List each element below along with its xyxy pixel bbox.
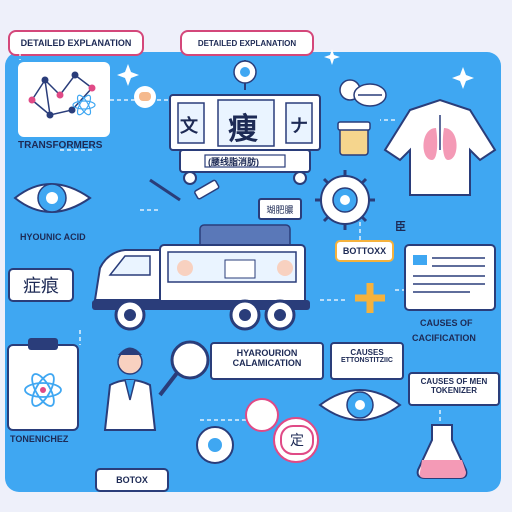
tokenizer-line2: TOKENIZER — [430, 386, 478, 395]
tram-sign-left: 文 — [180, 116, 198, 136]
seal-box: 定 — [280, 425, 314, 455]
seal-char: 定 — [290, 433, 304, 449]
cjk-block-text: 症痕 — [23, 276, 59, 297]
hyaluronic-box-line1: HYAROURION — [236, 348, 298, 358]
van-tag: 瑚肥膿 — [258, 198, 302, 220]
network-icon — [18, 62, 110, 137]
tokenizer-box: CAUSES OF MEN TOKENIZER — [408, 372, 500, 406]
tram-sign-right: ナ — [290, 116, 308, 136]
botox-bottom-text: BOTOX — [116, 475, 148, 485]
causes-box-line1: CAUSES — [350, 348, 384, 357]
transformers-label: TRANSFORMERS — [18, 140, 103, 151]
van-tag-text: 瑚肥膿 — [266, 205, 294, 216]
top-left-label: DETAILED EXPLANATION — [20, 38, 132, 48]
tram-icon — [169, 60, 321, 185]
hyaluronic-box-line2: CALAMICATION — [232, 358, 302, 368]
plus-icon — [355, 283, 385, 313]
document-icon — [404, 244, 496, 311]
jar-icon — [337, 121, 371, 156]
top-center-label: DETAILED EXPLANATION — [197, 38, 297, 48]
causes-box: CAUSES ETTONSTITZIIC — [330, 342, 404, 380]
causes-calcification-line1: CAUSES OF — [420, 318, 473, 328]
causes-box-line2: ETTONSTITZIIC — [341, 357, 393, 364]
top-center-pill: DETAILED EXPLANATION — [180, 30, 314, 56]
pills-icon — [339, 79, 387, 107]
botox-tag: BOTTOXX — [335, 240, 394, 262]
tram-sign-main: 痩 — [228, 113, 258, 146]
lungs-icon — [383, 98, 497, 196]
tonenichez-label: TONENICHEZ — [10, 434, 69, 444]
flask-icon — [416, 424, 468, 479]
botox-tag-text: BOTTOXX — [342, 246, 387, 256]
van-icon — [92, 224, 310, 331]
syringe-icon — [149, 178, 220, 202]
tokenizer-line1: CAUSES OF MEN — [420, 377, 488, 386]
small-tag: 臣 — [395, 221, 406, 233]
eye-bottom-icon — [318, 389, 402, 421]
tram-banner: (腰线脂消肪) — [208, 157, 259, 167]
causes-calcification-line2: CACIFICATION — [412, 333, 476, 343]
gear-icon — [315, 170, 375, 230]
clipboard-icon — [7, 338, 79, 431]
hyaluronic-label: HYOUNIC ACID — [20, 232, 86, 242]
doctor-icon — [103, 347, 157, 431]
hyaluronic-box: HYAROURION CALAMICATION — [210, 342, 324, 380]
top-left-pill: DETAILED EXPLANATION — [8, 30, 144, 56]
capsule-icon — [134, 86, 156, 108]
cjk-block: 症痕 — [8, 268, 74, 302]
magnifier-icon — [158, 340, 210, 397]
botox-bottom-pill: BOTOX — [95, 468, 169, 492]
eye-icon — [13, 183, 92, 213]
